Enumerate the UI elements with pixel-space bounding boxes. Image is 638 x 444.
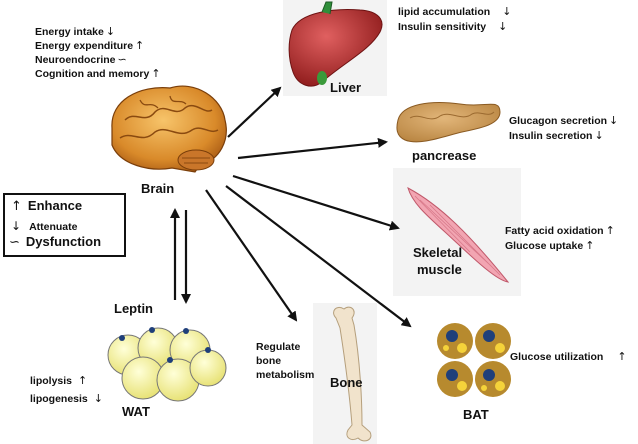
down-arrow-icon: ↓ (609, 114, 619, 127)
up-arrow-icon: ↑ (78, 374, 88, 387)
arrow-to-pancreas (237, 137, 388, 160)
dysfunction-icon: ∽ (9, 235, 20, 250)
legend: ↑Enhance ↓Attenuate ∽Dysfunction (3, 193, 126, 257)
wat-effect-2: lipogenesis↓ (30, 392, 103, 405)
liver-label: Liver (330, 80, 362, 95)
up-arrow-icon: ↑ (605, 224, 615, 237)
bone-effect-line3: metabolism (256, 369, 315, 381)
bat-label: BAT (463, 407, 489, 422)
liver-effect-2: Insulin sensitivity↓ (398, 20, 508, 33)
bone-label: Bone (330, 375, 363, 390)
pancreas-effect-2: Insulin secretion↓ (509, 129, 604, 142)
brain-image (111, 85, 227, 173)
down-arrow-icon: ↓ (11, 219, 22, 233)
dysfunction-icon: ∽ (117, 53, 127, 66)
muscle-effect-2: Glucose uptake↑ (505, 239, 595, 252)
down-arrow-icon: ↓ (498, 20, 508, 33)
muscle-image (407, 187, 510, 283)
muscle-label-line1: Skeletal (413, 245, 463, 260)
legend-attenuate: ↓Attenuate (11, 219, 78, 233)
pancreas-label: pancrease (412, 148, 477, 163)
bat-effect-1: Glucose utilization↑ (510, 350, 627, 363)
bat-image (437, 323, 511, 397)
legend-enhance: ↑Enhance (11, 198, 83, 214)
brain-effect-2: Energy expenditure↑ (35, 39, 145, 52)
arrow-to-bone (205, 189, 298, 322)
brain-effect-4: Cognition and memory↑ (35, 67, 161, 80)
arrow-to-liver (227, 86, 282, 138)
up-arrow-icon: ↑ (151, 67, 161, 80)
brain-label: Brain (141, 181, 175, 196)
down-arrow-icon: ↓ (502, 5, 512, 18)
bone-effect-line2: bone (256, 355, 282, 367)
down-arrow-icon: ↓ (594, 129, 604, 142)
leptin-label: Leptin (114, 301, 153, 316)
wat-image (107, 327, 227, 402)
arrow-to-bat (225, 185, 412, 328)
legend-dysfunction: ∽Dysfunction (9, 234, 102, 250)
connector-arrows (170, 86, 412, 328)
muscle-label-line2: muscle (417, 262, 462, 277)
muscle-effect-1: Fatty acid oxidation↑ (505, 224, 615, 237)
pancreas-image (396, 102, 501, 143)
up-arrow-icon: ↑ (585, 239, 595, 252)
bone-effect-line1: Regulate (256, 341, 301, 353)
brain-effect-1: Energy intake↓ (35, 25, 116, 38)
up-arrow-icon: ↑ (11, 199, 22, 214)
bone-image (333, 306, 372, 442)
down-arrow-icon: ↓ (105, 25, 116, 38)
wat-effect-1: lipolysis↑ (30, 374, 88, 387)
liver-image (288, 1, 383, 87)
arrow-to-muscle (232, 174, 400, 231)
down-arrow-icon: ↓ (93, 392, 103, 405)
liver-effect-1: lipid accumulation↓ (398, 5, 512, 18)
brain-effect-3: Neuroendocrine∽ (35, 53, 127, 66)
wat-label: WAT (122, 404, 150, 419)
up-arrow-icon: ↑ (617, 350, 627, 363)
up-arrow-icon: ↑ (135, 39, 145, 52)
pancreas-effect-1: Glucagon secretion↓ (509, 114, 619, 127)
